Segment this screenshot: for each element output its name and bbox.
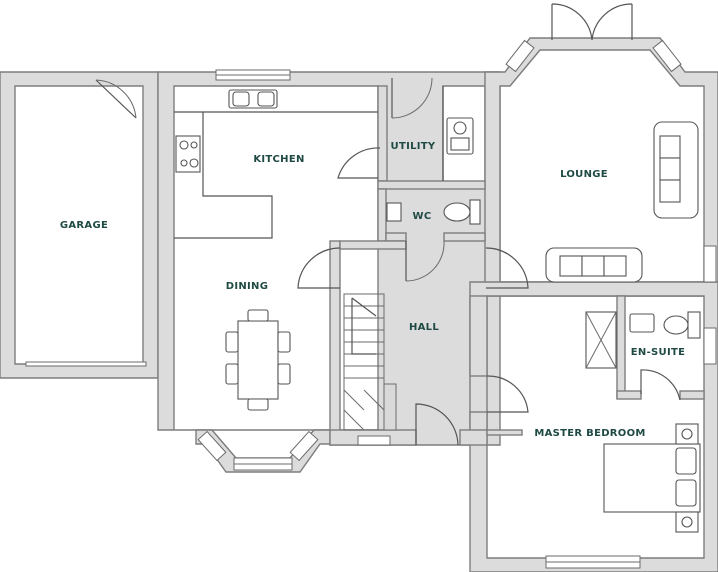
- hall-bedroom-wall-lower: [469, 411, 488, 433]
- bedroom-furniture: [603, 423, 701, 533]
- utility-label: UTILITY: [391, 141, 436, 152]
- bay-window-right: [289, 430, 319, 462]
- kitchen-fixtures: [174, 89, 378, 239]
- chair: [247, 398, 269, 411]
- utility-fixtures: [442, 86, 474, 181]
- chair: [277, 331, 291, 353]
- sofa-bottom-seat: [559, 255, 583, 277]
- kitchen-utility-wall: [377, 85, 388, 182]
- utility-drainer: [450, 137, 470, 151]
- lounge-bay-window-right: [652, 39, 682, 73]
- wc-left-wall: [377, 188, 387, 242]
- ensuite-fixtures: [585, 311, 701, 369]
- chair: [225, 331, 239, 353]
- hall-bedroom-wall: [469, 295, 488, 377]
- utility-sink-bowl: [453, 121, 467, 135]
- wc-bottom-wall-left: [385, 232, 407, 242]
- lamp: [681, 516, 693, 528]
- lounge-side-window: [703, 245, 717, 283]
- sofa-right-seat: [659, 179, 681, 203]
- sink-bowl: [232, 91, 250, 107]
- garage-label: GARAGE: [60, 220, 108, 231]
- dining-label: DINING: [226, 281, 269, 292]
- sofa-bottom-seat: [581, 255, 605, 277]
- lounge-bay-window-left: [505, 39, 535, 73]
- sink-drainer: [257, 91, 275, 107]
- ensuite-bottom-wall-right: [679, 390, 705, 400]
- windows: [25, 39, 717, 569]
- ensuite-window: [703, 327, 717, 365]
- wc-basin: [386, 202, 402, 222]
- hob-ring: [189, 158, 199, 168]
- wc-fixtures: [386, 199, 481, 225]
- pillow: [675, 479, 697, 507]
- bedroom-wall-stub: [486, 429, 523, 436]
- wc-toilet-cistern: [469, 199, 481, 225]
- table-top: [237, 320, 279, 400]
- ensuite-toilet-cistern: [687, 311, 701, 339]
- hob-ring: [190, 141, 198, 149]
- master-bedroom-label: MASTER BEDROOM: [534, 428, 645, 439]
- ensuite-bottom-wall: [616, 390, 642, 400]
- kitchen-label: KITCHEN: [253, 154, 304, 165]
- staircase: [343, 293, 397, 431]
- pillow: [675, 447, 697, 475]
- dining-table: [225, 309, 291, 411]
- lamp: [681, 428, 693, 440]
- sofa-right-seat: [659, 157, 681, 181]
- room-labels: GARAGE KITCHEN UTILITY LOUNGE WC DINING …: [60, 141, 685, 439]
- bay-window-left: [197, 430, 227, 462]
- wc-toilet-bowl: [443, 202, 471, 222]
- sofa-right-seat: [659, 135, 681, 159]
- ensuite-basin: [629, 313, 655, 333]
- utility-bottom-wall: [377, 180, 486, 190]
- garage-door: [25, 361, 147, 367]
- kitchen-worktop: [174, 111, 378, 239]
- chair: [225, 363, 239, 385]
- chair: [277, 363, 291, 385]
- lounge-label: LOUNGE: [560, 169, 608, 180]
- hall-label: HALL: [409, 322, 439, 333]
- chair: [247, 309, 269, 322]
- lounge-furniture: [545, 121, 699, 283]
- doors: [95, 3, 681, 446]
- ensuite-toilet-bowl: [663, 315, 689, 335]
- stair-window: [357, 435, 391, 446]
- wc-label: WC: [413, 211, 432, 222]
- hob-ring: [179, 140, 189, 150]
- wc-bottom-wall-right: [443, 232, 486, 242]
- ensuite-label: EN-SUITE: [631, 347, 685, 358]
- ensuite-left-wall: [616, 295, 626, 399]
- front-wall-right: [459, 429, 488, 446]
- hall-top-wall: [339, 240, 407, 250]
- hob-ring: [180, 159, 188, 167]
- sofa-bottom-seat: [603, 255, 627, 277]
- dining-hall-wall: [329, 240, 341, 432]
